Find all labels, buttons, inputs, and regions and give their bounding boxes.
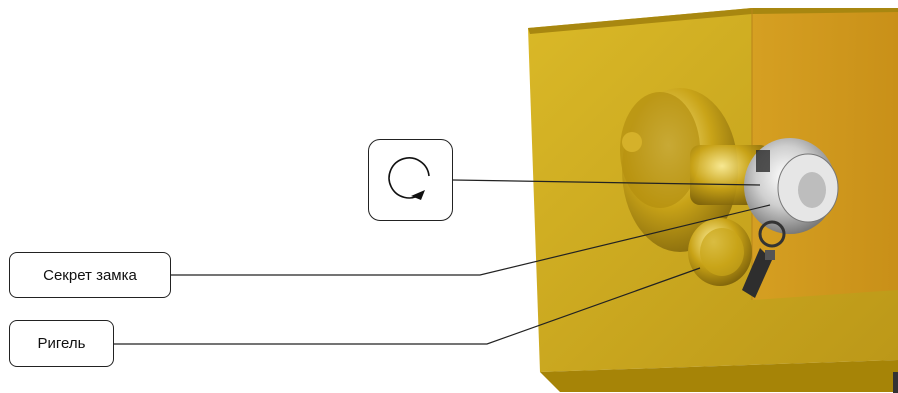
lock-cylinder [744, 138, 839, 234]
leader-line-rigel [114, 267, 701, 345]
bolt [688, 218, 752, 286]
leader-line-rotation [452, 179, 761, 186]
rotation-indicator [368, 139, 453, 221]
key [742, 220, 786, 298]
corner-marker [893, 372, 898, 393]
rotate-clockwise-icon [387, 157, 430, 200]
leader-lines [114, 179, 771, 345]
leader-line-secret [171, 204, 771, 276]
label-bolt: Ригель [9, 320, 114, 367]
label-bolt-text: Ригель [37, 335, 86, 352]
label-lock-secret: Секрет замка [9, 252, 171, 298]
label-lock-secret-text: Секрет замка [43, 266, 137, 284]
